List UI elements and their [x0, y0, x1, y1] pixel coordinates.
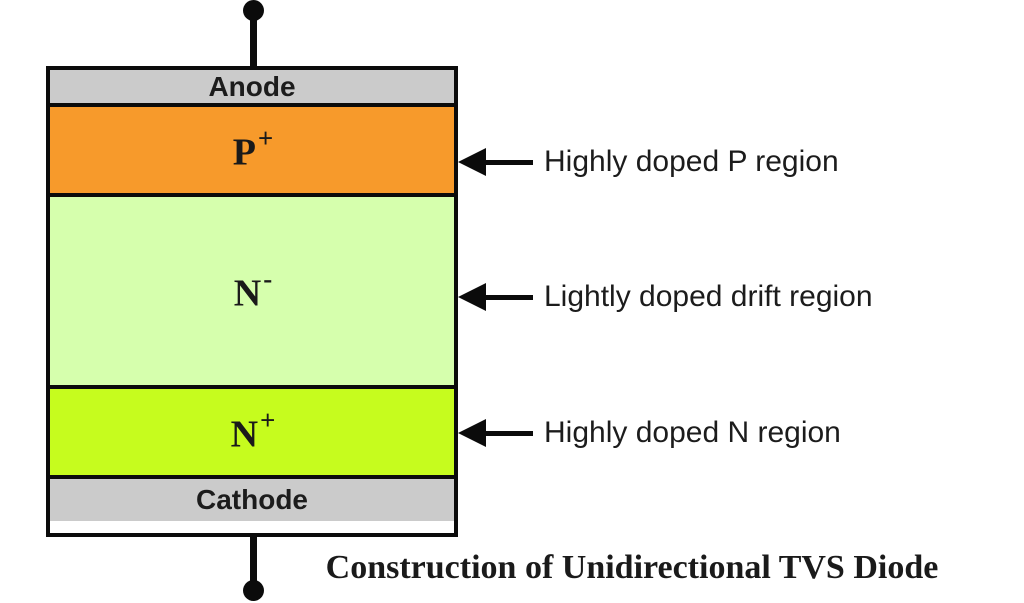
arrow-shaft — [486, 294, 533, 300]
left-arrow-icon — [458, 419, 486, 447]
p-plus-region: P+ — [50, 107, 454, 197]
anode-terminal-wire — [250, 10, 257, 67]
n-minus-symbol: N- — [233, 263, 273, 315]
annotation-label-p-region: Highly doped P region — [544, 145, 839, 178]
n-plus-symbol: N+ — [230, 404, 276, 456]
cathode-terminal-wire — [250, 536, 257, 585]
anode-contact-bar: Anode — [50, 70, 454, 107]
n-plus-region: N+ — [50, 389, 454, 479]
left-arrow-icon — [458, 148, 486, 176]
left-arrow-icon — [458, 283, 486, 311]
n-minus-region: N- — [50, 197, 454, 389]
arrow-shaft — [486, 159, 533, 165]
annotation-label-n-region: Highly doped N region — [544, 416, 841, 449]
cathode-terminal-dot — [243, 580, 264, 601]
diagram-caption: Construction of Unidirectional TVS Diode — [325, 549, 939, 586]
annotation-label-drift-region: Lightly doped drift region — [544, 280, 873, 313]
p-plus-symbol: P+ — [232, 122, 274, 174]
anode-label: Anode — [208, 70, 296, 102]
annotation-n-region: Highly doped N region — [458, 413, 841, 453]
annotation-drift-region: Lightly doped drift region — [458, 277, 873, 317]
cathode-contact-bar: Cathode — [50, 479, 454, 521]
cathode-label: Cathode — [196, 484, 308, 515]
annotation-p-region: Highly doped P region — [458, 142, 839, 182]
diode-layer-stack: Anode P+ N- N+ Cathode — [46, 66, 458, 537]
arrow-shaft — [486, 430, 533, 436]
